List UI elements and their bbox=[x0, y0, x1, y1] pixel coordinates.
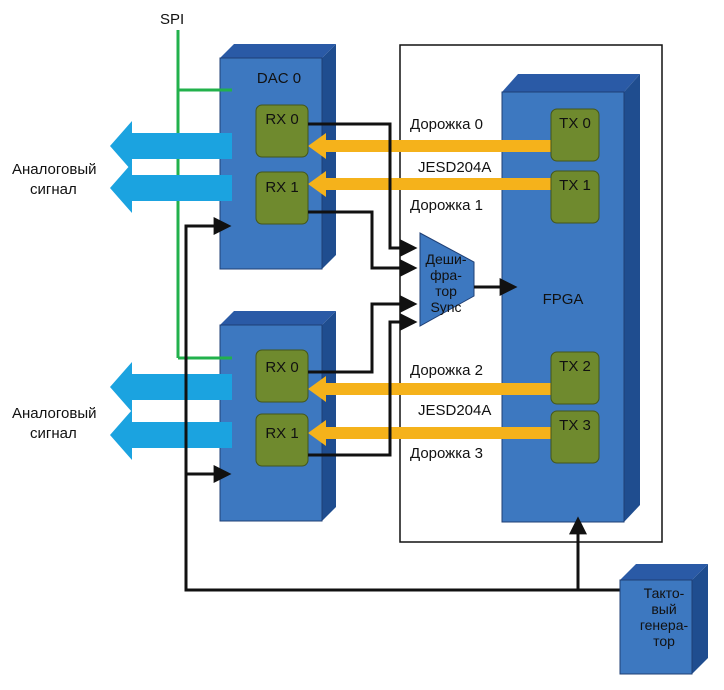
tx-block-0 bbox=[550, 108, 600, 162]
clock-line-1: Такто- bbox=[644, 585, 685, 601]
tx-block-1 bbox=[550, 170, 600, 224]
rx-block-3 bbox=[255, 413, 309, 467]
analog-label-top-1: Аналоговый bbox=[12, 161, 97, 178]
rx-blocks bbox=[255, 104, 309, 467]
lane-arrow-2 bbox=[308, 376, 554, 402]
decoder-line-3: тор bbox=[435, 283, 457, 299]
lane-label-3: Дорожка 3 bbox=[410, 445, 483, 462]
dac0-label: DAC 0 bbox=[257, 70, 301, 87]
rx-block-1 bbox=[255, 171, 309, 225]
spi-label: SPI bbox=[160, 11, 184, 28]
tx-blocks bbox=[550, 108, 600, 464]
clock-line-3: генера- bbox=[640, 617, 689, 633]
rx-label-0: RX 0 bbox=[265, 111, 298, 128]
clock-generator-block: Такто- вый генера- тор bbox=[619, 564, 708, 675]
analog-arrow-2 bbox=[110, 163, 232, 213]
lane-arrows bbox=[308, 133, 554, 446]
analog-arrow-1 bbox=[110, 121, 232, 171]
analog-arrow-4 bbox=[110, 410, 232, 460]
tx-block-2 bbox=[550, 351, 600, 405]
decoder-line-2: фра- bbox=[430, 267, 462, 283]
fpga-enclosure-frame bbox=[399, 44, 663, 543]
rx-block-0 bbox=[255, 104, 309, 158]
tx-label-1: TX 1 bbox=[559, 177, 591, 194]
analog-label-bottom-2: сигнал bbox=[30, 425, 77, 442]
tx-label-0: TX 0 bbox=[559, 115, 591, 132]
lane-arrow-0 bbox=[308, 133, 554, 159]
lane-label-2: Дорожка 2 bbox=[410, 362, 483, 379]
clock-line-2: вый bbox=[651, 601, 676, 617]
lane-arrow-1 bbox=[308, 171, 554, 197]
decoder-line-1: Деши- bbox=[426, 251, 467, 267]
tx-block-3 bbox=[550, 410, 600, 464]
tx-label-3: TX 3 bbox=[559, 417, 591, 434]
rx-label-2: RX 0 bbox=[265, 359, 298, 376]
clock-wires bbox=[184, 217, 620, 592]
lane-label-0: Дорожка 0 bbox=[410, 116, 483, 133]
analog-label-top-2: сигнал bbox=[30, 181, 77, 198]
lane-arrow-3 bbox=[308, 420, 554, 446]
lane-label-1: Дорожка 1 bbox=[410, 197, 483, 214]
rx-label-3: RX 1 bbox=[265, 425, 298, 442]
analog-arrow-3 bbox=[110, 362, 232, 412]
fpga-label: FPGA bbox=[543, 291, 584, 308]
sync-decoder-block: Деши- фра- тор Sync bbox=[419, 232, 475, 327]
jesd-label-bottom: JESD204A bbox=[418, 402, 491, 419]
tx-label-2: TX 2 bbox=[559, 358, 591, 375]
sync-wires bbox=[308, 122, 518, 457]
rx-block-2 bbox=[255, 349, 309, 403]
decoder-line-4: Sync bbox=[430, 299, 461, 315]
rx-label-1: RX 1 bbox=[265, 179, 298, 196]
clock-line-4: тор bbox=[653, 633, 675, 649]
analog-arrows bbox=[110, 121, 232, 460]
jesd-label-top: JESD204A bbox=[418, 159, 491, 176]
analog-label-bottom-1: Аналоговый bbox=[12, 405, 97, 422]
